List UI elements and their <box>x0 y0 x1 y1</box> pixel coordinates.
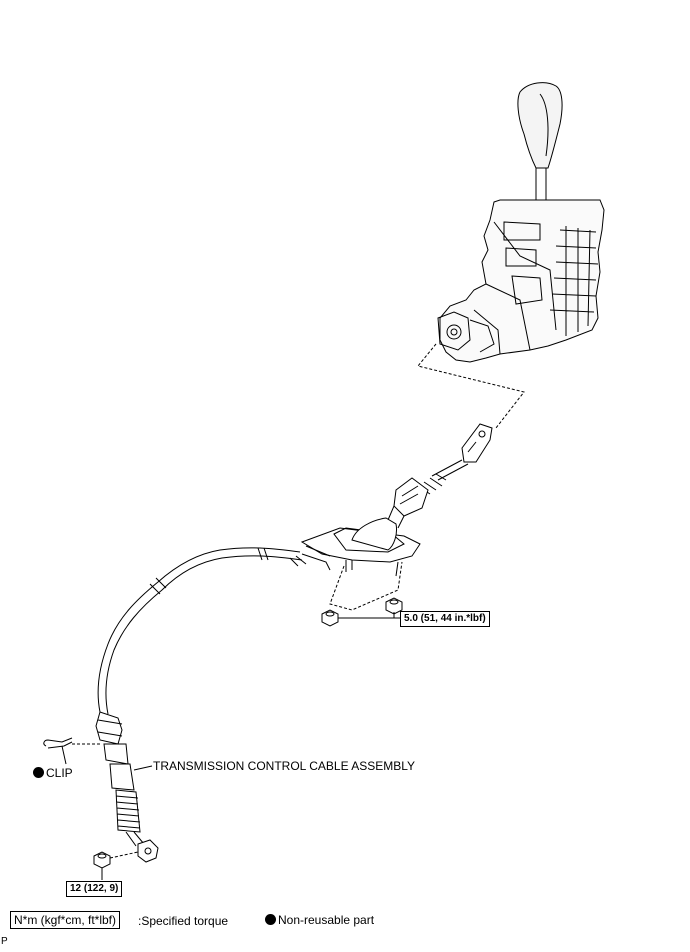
flange-nut-right <box>385 597 403 615</box>
dashed-guide-nuts <box>329 561 403 611</box>
cable-grommet <box>417 473 447 495</box>
control-cable <box>95 545 331 863</box>
cable-socket <box>393 477 429 517</box>
torque-spec-lower-nut: 12 (122, 9) <box>66 881 123 897</box>
clip-label-text: CLIP <box>46 766 73 780</box>
cable-sheath-inner <box>105 555 303 715</box>
housing-ribs <box>503 221 599 336</box>
legend-dot-icon <box>265 914 276 925</box>
lower-nut <box>93 851 111 869</box>
cable-lower-body <box>103 743 129 765</box>
torque-spec-upper-nuts: 5.0 (51, 44 in.*lbf) <box>400 611 490 627</box>
legend-non-reusable: Non-reusable part <box>265 913 374 927</box>
cable-bellows <box>115 789 141 833</box>
clip-label: CLIP <box>33 766 73 780</box>
dashed-guide-upper <box>417 343 525 429</box>
shift-knob-highlight <box>539 93 549 157</box>
cable-assembly-leader <box>133 765 153 771</box>
flange-nut-left <box>321 609 339 627</box>
housing-mount-hole <box>446 324 462 340</box>
cable-rod <box>431 459 469 481</box>
legend-non-reusable-text: Non-reusable part <box>278 913 375 927</box>
legend-torque-desc: :Specified torque <box>138 914 229 928</box>
shift-knob <box>517 82 563 169</box>
dashed-guide-lower-nut <box>109 851 139 859</box>
cable-sheath-outer <box>97 547 301 713</box>
legend-torque-unit: N*m (kgf*cm, ft*lbf) <box>10 911 121 929</box>
shift-lever-assembly <box>437 82 605 363</box>
cable-assembly-label: TRANSMISSION CONTROL CABLE ASSEMBLY <box>153 759 416 773</box>
bracket-boot <box>351 517 397 551</box>
cable-lower-fitting <box>95 711 123 745</box>
clip-leader <box>61 745 67 765</box>
housing-mount-bracket <box>437 311 471 351</box>
cable-upper-end <box>387 423 493 529</box>
cable-floor-bracket <box>300 517 421 577</box>
cable-end-eyelet <box>461 423 493 463</box>
clip-part <box>43 737 73 749</box>
cable-lower-sleeve <box>109 763 135 791</box>
cable-lower-eye <box>137 839 159 863</box>
torque-top-leader <box>338 612 400 619</box>
shift-lever-housing <box>439 199 605 363</box>
non-reusable-dot-icon <box>33 767 44 778</box>
corner-code: P <box>1 936 8 947</box>
